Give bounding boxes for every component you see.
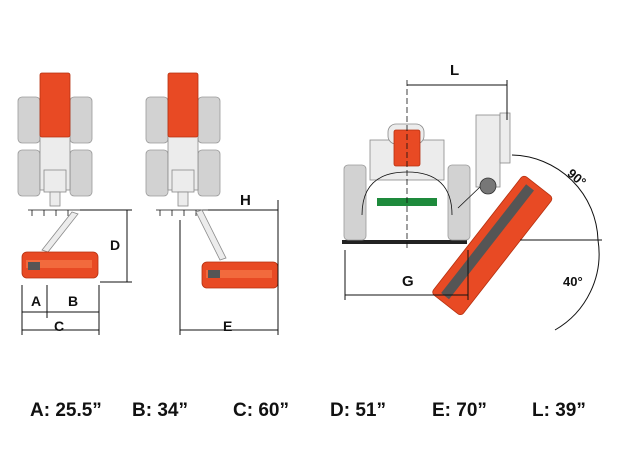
spec-b: B: 34” (132, 400, 188, 421)
spec-a: A: 25.5” (30, 400, 102, 421)
boom-arm (457, 112, 511, 209)
tractor-left (17, 72, 93, 207)
spec-c: C: 60” (233, 400, 289, 421)
dims-left (21, 209, 132, 335)
tractor-hood-left (39, 72, 71, 138)
spec-e: E: 70” (432, 400, 487, 421)
tractor-middle (145, 72, 221, 207)
label-B: B (68, 293, 78, 309)
spec-l: L: 39” (532, 400, 586, 421)
label-E: E (223, 318, 232, 334)
label-H: H (240, 192, 251, 209)
mower-middle (156, 209, 279, 289)
mower-left (21, 209, 99, 279)
label-G: G (402, 273, 414, 290)
label-C: C (54, 318, 64, 334)
label-D: D (110, 237, 120, 253)
mower-tilted (432, 175, 553, 316)
label-angle-40: 40° (563, 274, 583, 289)
label-L: L (450, 62, 459, 79)
tractor-rear (342, 80, 471, 250)
dims-right (344, 80, 602, 331)
dims-middle (179, 200, 279, 335)
label-A: A (31, 293, 41, 309)
spec-d: D: 51” (330, 400, 386, 421)
label-angle-90: 90° (564, 166, 589, 190)
tractor-hood-middle (167, 72, 199, 138)
